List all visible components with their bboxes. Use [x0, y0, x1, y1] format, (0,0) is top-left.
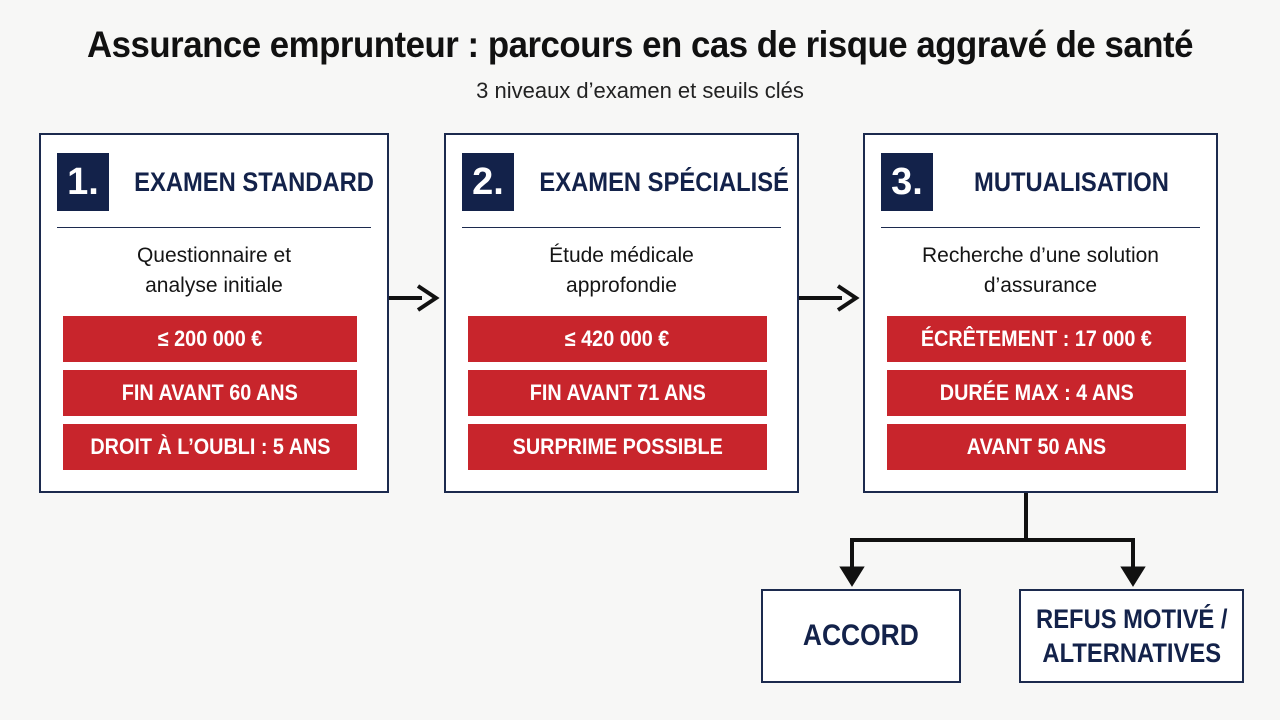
step-header: 3. MUTUALISATION [881, 153, 1200, 228]
outcome-refus: REFUS MOTIVÉ / ALTERNATIVES [1019, 589, 1244, 683]
step-number-badge: 3. [881, 153, 933, 211]
step-title: EXAMEN STANDARD [134, 167, 374, 197]
criterion-label: FIN AVANT 60 ANS [121, 380, 299, 405]
step-title: MUTUALISATION [974, 167, 1169, 197]
step-card-specialized: 2. EXAMEN SPÉCIALISÉ Étude médicale appr… [444, 133, 799, 493]
criterion-badge: ≤ 200 000 € [63, 316, 357, 362]
criterion-badge: FIN AVANT 71 ANS [468, 370, 767, 416]
step-number-badge: 1. [57, 153, 109, 211]
step-header: 1. EXAMEN STANDARD [57, 153, 374, 228]
step-number-badge: 2. [462, 153, 514, 211]
criterion-badge: SURPRIME POSSIBLE [468, 424, 767, 470]
step-description-line: Étude médicale [549, 244, 694, 267]
diagram-subtitle: 3 niveaux d’examen et seuils clés [476, 78, 804, 103]
step-description-line: analyse initiale [145, 274, 283, 297]
step-description: Étude médicale approfondie [456, 241, 787, 301]
outcome-accord-label: ACCORD [803, 619, 919, 652]
diagram-title: Assurance emprunteur : parcours en cas d… [86, 24, 1194, 65]
branch-connector [839, 493, 1146, 587]
step-description-line: Recherche d’une solution [922, 244, 1159, 267]
criterion-label: SURPRIME POSSIBLE [512, 434, 723, 459]
step-description: Questionnaire et analyse initiale [51, 241, 377, 301]
criterion-label: ≤ 200 000 € [157, 326, 263, 351]
step-description-line: approfondie [566, 274, 677, 297]
step-description-line: Questionnaire et [136, 244, 292, 267]
outcome-accord: ACCORD [761, 589, 961, 683]
arrow-step1-to-step2 [389, 284, 440, 312]
step-card-standard: 1. EXAMEN STANDARD Questionnaire et anal… [39, 133, 389, 493]
outcome-refus-line: ALTERNATIVES [1042, 638, 1221, 668]
criterion-label: ÉCRÊTEMENT : 17 000 € [920, 326, 1153, 351]
criterion-label: FIN AVANT 71 ANS [529, 380, 706, 405]
step-description-line: d’assurance [983, 274, 1098, 297]
criterion-badge: ÉCRÊTEMENT : 17 000 € [887, 316, 1186, 362]
criterion-label: DROIT À L’OUBLI : 5 ANS [89, 434, 331, 459]
criterion-label: DURÉE MAX : 4 ANS [939, 380, 1134, 405]
arrow-step2-to-step3 [799, 284, 860, 312]
criterion-badge: AVANT 50 ANS [887, 424, 1186, 470]
outcome-refus-label: REFUS MOTIVÉ / ALTERNATIVES [1036, 602, 1227, 670]
criterion-badge: ≤ 420 000 € [468, 316, 767, 362]
step-card-mutualisation: 3. MUTUALISATION Recherche d’une solutio… [863, 133, 1218, 493]
arrowhead-refuse [1120, 566, 1146, 587]
outcome-refus-line: REFUS MOTIVÉ / [1035, 604, 1228, 634]
step-title: EXAMEN SPÉCIALISÉ [539, 167, 789, 197]
criterion-badge: DROIT À L’OUBLI : 5 ANS [63, 424, 357, 470]
criterion-badge: FIN AVANT 60 ANS [63, 370, 357, 416]
criterion-label: ≤ 420 000 € [565, 326, 670, 351]
criterion-badge: DURÉE MAX : 4 ANS [887, 370, 1186, 416]
criterion-label: AVANT 50 ANS [966, 434, 1107, 459]
step-description: Recherche d’une solution d’assurance [875, 241, 1206, 301]
arrowhead-accept [839, 566, 865, 587]
step-header: 2. EXAMEN SPÉCIALISÉ [462, 153, 789, 228]
